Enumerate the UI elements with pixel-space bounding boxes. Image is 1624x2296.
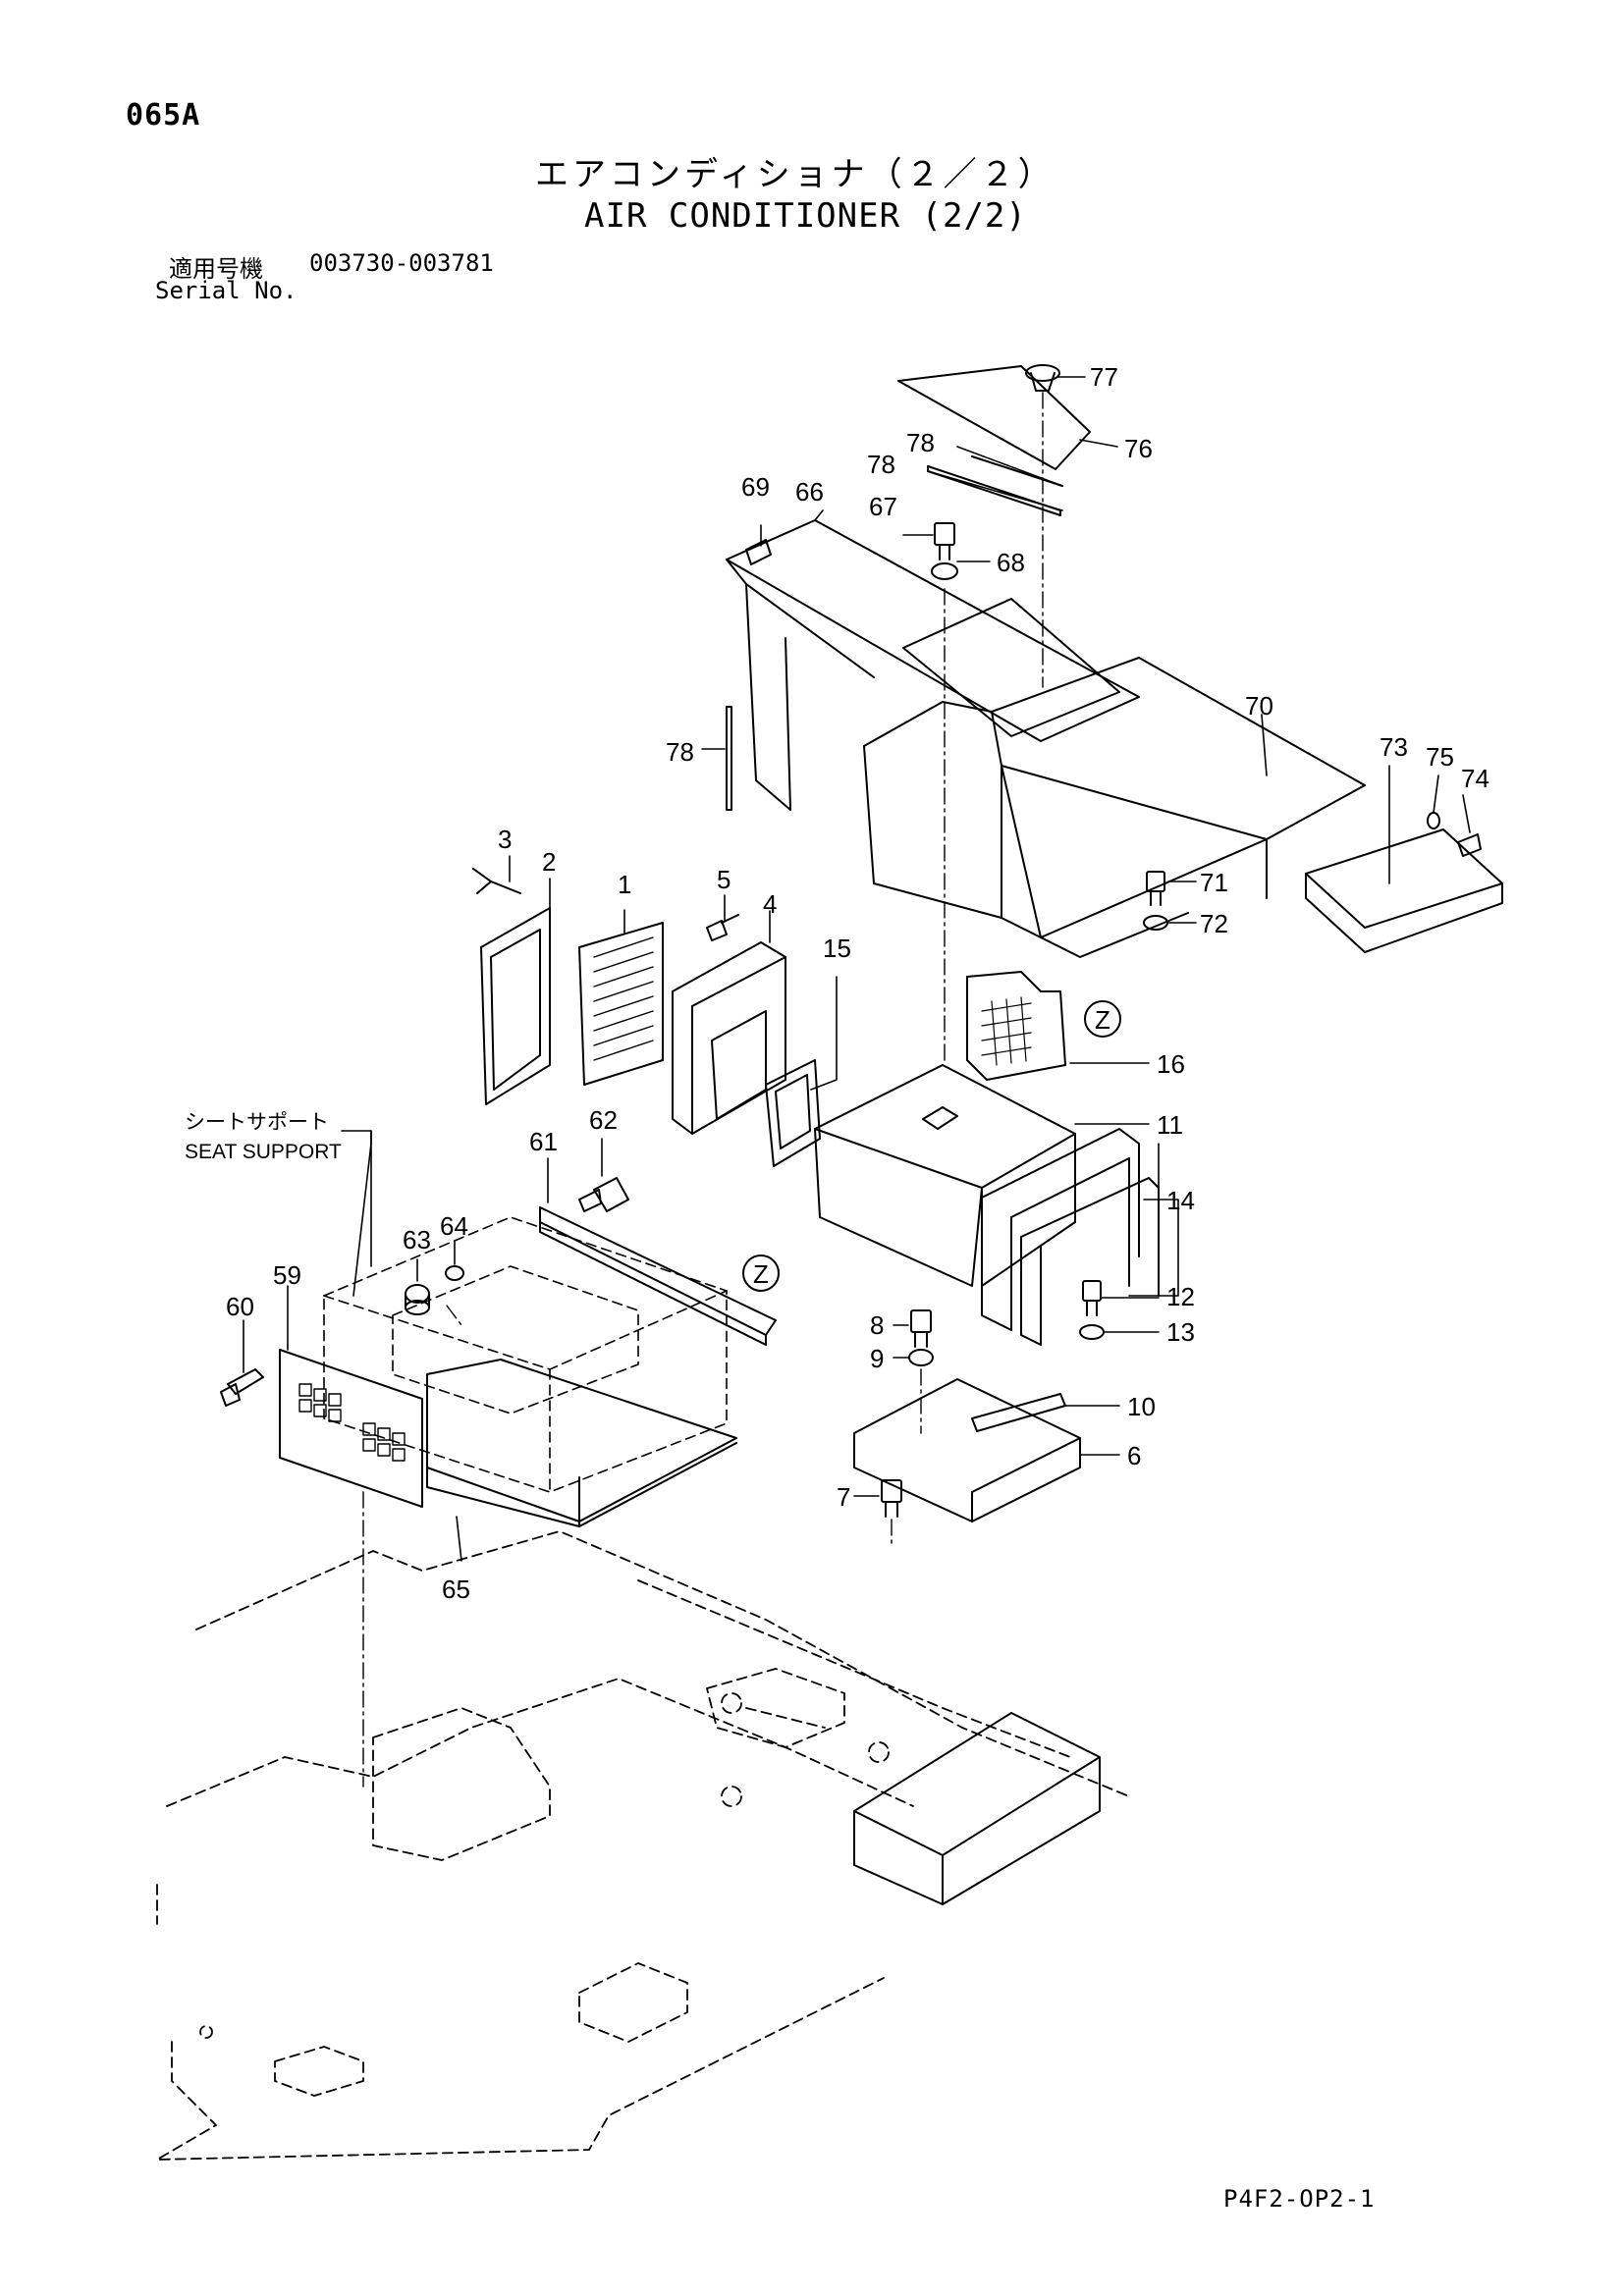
wing-bolt-3 [472,868,521,894]
callout-70: 70 [1245,691,1273,721]
bolt-62 [578,1177,629,1212]
page-title: AIR CONDITIONER (2/2) [584,196,1027,236]
washer-9 [908,1349,934,1366]
bolt-71 [1146,871,1165,906]
serial-label-japanese: 適用号機 [169,255,263,283]
callout-12: 12 [1166,1282,1195,1311]
strip-10 [971,1393,1066,1432]
washer-68 [931,562,958,580]
view-marker-z-2: Z [742,1255,780,1292]
callout-15: 15 [823,934,851,963]
bolt-60 [220,1368,264,1407]
callout-14: 14 [1166,1186,1195,1215]
bolt-12 [1082,1280,1102,1316]
floor-box [853,1712,1101,1905]
callout-16: 16 [1157,1049,1185,1079]
center-lines [362,392,1044,1788]
nut-63 [405,1284,430,1315]
frame-2 [480,907,551,1105]
panel-73 [1305,828,1503,953]
duct-14 [981,1128,1160,1346]
page-code: 065A [126,98,201,133]
callout-78-top: 78 [906,428,935,457]
callout-71: 71 [1200,868,1228,897]
callout-61: 61 [529,1127,558,1156]
seat-support-note-japanese: シートサポート [185,1111,329,1134]
callout-62: 62 [589,1105,618,1135]
callout-4: 4 [763,889,777,919]
callout-73: 73 [1380,732,1408,762]
washer-64 [445,1265,464,1281]
duct-66 [726,519,1140,811]
callout-8: 8 [870,1310,884,1340]
seat-support [323,1216,728,1493]
gasket-15 [765,1059,821,1167]
switch-panel-59 [279,1349,423,1508]
filter-16 [966,971,1066,1081]
drawing-code: P4F2-OP2-1 [1223,2185,1376,2213]
seat-support-leader [341,1130,372,1297]
callout-68: 68 [997,548,1025,577]
cover-65 [426,1359,737,1527]
base-plate-6 [853,1378,1081,1522]
view-marker-z-2-label: Z [753,1259,769,1289]
page-title-japanese: エアコンディショナ（２／２） [535,155,1056,194]
bolt-7 [881,1479,902,1518]
leader-lines [243,376,1471,1562]
callout-10: 10 [1127,1392,1156,1421]
knob-77 [1025,364,1060,392]
strip-78-left [726,706,732,811]
callout-63: 63 [403,1225,431,1255]
callout-9: 9 [870,1344,884,1373]
cover-76 [897,365,1091,470]
callout-77: 77 [1090,362,1118,392]
view-marker-z-1: Z [1084,1000,1121,1038]
duct-70 [863,657,1366,958]
bolt-74 [1457,833,1482,857]
callout-60: 60 [226,1292,254,1321]
callout-67: 67 [869,492,897,521]
callout-1: 1 [618,870,631,899]
seat-support-note: SEAT SUPPORT [185,1141,342,1163]
callout-78-left: 78 [666,737,694,767]
callout-3: 3 [498,825,512,854]
serial-range: 003730-003781 [309,249,494,277]
filter-1 [578,922,664,1086]
floor-frame [156,1530,1130,2161]
callout-76: 76 [1124,434,1153,463]
unit-11 [814,1064,1076,1287]
callout-7: 7 [837,1482,850,1512]
callout-59: 59 [273,1260,301,1290]
bolt-8 [910,1309,932,1348]
washer-75 [1427,812,1440,829]
callout-78-mid: 78 [867,450,895,479]
callout-75: 75 [1426,742,1454,772]
callout-5: 5 [717,865,731,894]
callout-2: 2 [542,847,556,877]
callout-74: 74 [1461,764,1489,793]
callout-13: 13 [1166,1317,1195,1347]
callout-numbers: 77 76 78 78 69 66 67 68 78 70 73 75 74 7… [185,362,1489,1604]
washer-72 [1143,915,1168,931]
callout-65: 65 [442,1575,470,1604]
view-marker-z-1-label: Z [1095,1005,1110,1035]
callout-72: 72 [1200,909,1228,938]
bracket-61 [539,1206,777,1346]
callout-69: 69 [741,472,770,502]
callout-6: 6 [1127,1441,1141,1470]
callout-64: 64 [440,1211,468,1241]
callout-66: 66 [795,477,824,507]
bolt-5 [706,914,739,941]
callout-11: 11 [1157,1110,1183,1140]
washer-13 [1079,1324,1105,1340]
bolt-67 [934,522,955,561]
serial-label: Serial No. [155,277,298,304]
bolt-69 [745,539,772,565]
